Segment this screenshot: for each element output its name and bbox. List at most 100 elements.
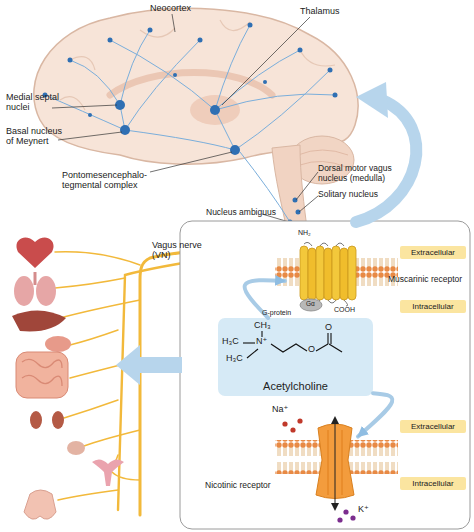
lung — [36, 276, 56, 306]
compartment-tag: Intracellular — [400, 300, 466, 313]
vagus-nerve-part-part — [60, 300, 140, 318]
label-text: Neocortex — [150, 3, 191, 13]
liver — [12, 310, 66, 331]
feedback-arrowhead — [356, 82, 388, 118]
leader-lines-part — [58, 132, 122, 140]
node-text: Muscarinic receptor — [388, 274, 462, 284]
muscarinic-receptor-symbol-part — [300, 299, 322, 311]
cholinergic-projections-part — [215, 50, 300, 110]
projection-terminals-part — [296, 210, 301, 215]
thalamus-shape — [190, 95, 240, 125]
cholinergic-projections-part — [215, 25, 250, 110]
vagus-nerve-part-part — [112, 472, 140, 480]
node-text: Extracellular — [411, 422, 455, 431]
muscarinic-receptor-symbol-part — [340, 248, 348, 300]
nicotinic-receptor-symbol-part — [331, 503, 339, 511]
leader-lines-part — [172, 14, 175, 32]
nicotinic-receptor-symbol-part — [282, 421, 287, 426]
nicotinic-receptor-symbol-part — [350, 515, 355, 520]
node-text: Nicotinic receptor — [205, 480, 271, 490]
label-text: Vagus nerve (VN) — [152, 240, 207, 260]
muscarinic-receptor-symbol-part — [308, 248, 316, 300]
label-text: NH₂ — [298, 229, 311, 237]
compartment-tag: Intracellular — [400, 477, 466, 490]
flow-arrow — [358, 393, 392, 436]
vagus-nerve-part-part — [55, 278, 125, 288]
projection-terminals-part — [263, 80, 267, 84]
chemical-bond-part — [329, 344, 342, 352]
vagus-nerve-part-part — [64, 400, 118, 418]
muscarinic-receptor-symbol-part — [324, 248, 332, 300]
nicotinic-receptor-symbol-part — [335, 422, 336, 505]
projection-terminals — [43, 23, 338, 225]
muscarinic-receptor-symbol-part — [300, 246, 308, 300]
muscarinic-receptor-symbol-part — [316, 246, 324, 300]
projection-terminals-part — [173, 73, 177, 77]
intestine-loops — [22, 359, 62, 386]
muscarinic-receptor-symbol-part — [304, 242, 348, 306]
compartment-tag: Extracellular — [400, 420, 466, 433]
cholinergic-projections-part — [70, 60, 120, 105]
nicotinic-receptor-symbol-part — [343, 509, 348, 514]
uterus — [92, 459, 124, 486]
kidney — [52, 411, 64, 429]
chemical-bond-part — [327, 333, 328, 344]
chemical-bond-part — [271, 344, 307, 352]
cholinergic-projections — [45, 25, 335, 222]
label-text: Pontomesencephalo-tegmental complex — [62, 170, 158, 190]
projection-terminals-part — [88, 113, 92, 117]
node-text: Intracellular — [412, 302, 453, 311]
label-text: O — [325, 322, 332, 332]
cholinergic-projections-part — [215, 110, 235, 150]
bladder — [67, 441, 85, 455]
chemical-bond-part — [243, 342, 255, 343]
vagus-nerve-part-part — [55, 252, 140, 265]
muscarinic-receptor-symbol-part — [332, 246, 340, 300]
label-text: Nucleus ambiguus — [206, 208, 276, 218]
label-text: Na⁺ — [272, 404, 288, 414]
cholinergic-projections-part — [125, 130, 235, 150]
vagus-nerve-part-part — [70, 330, 118, 345]
label-text: K⁺ — [358, 504, 369, 514]
organs — [12, 237, 124, 519]
node-text: Extracellular — [411, 248, 455, 257]
leader-lines-part — [299, 196, 318, 212]
projection-terminals-part — [120, 125, 130, 135]
lung — [14, 276, 34, 306]
node-text: Intracellular — [412, 479, 453, 488]
projection-terminals-part — [293, 198, 298, 203]
nicotinic-receptor-symbol-part — [297, 418, 302, 423]
nicotinic-receptor-symbol-part — [290, 427, 295, 432]
projection-terminals-part — [198, 38, 203, 43]
output-arrow-shaft — [136, 357, 182, 373]
leader-lines-part — [52, 105, 117, 108]
heart — [16, 237, 53, 268]
receptor-region: Nicotinic receptor — [312, 418, 358, 502]
nicotinic-receptor-symbol — [282, 416, 355, 523]
stomach — [45, 336, 71, 352]
label-text: Solitary nucleus — [318, 190, 378, 200]
label-text: N⁺ — [256, 336, 267, 346]
receptor-region: Muscarinic receptor — [285, 238, 385, 314]
kidney — [30, 411, 42, 429]
intestine — [16, 352, 68, 398]
projection-terminals-part — [210, 105, 220, 115]
chemical-bond — [243, 331, 342, 358]
trachea — [34, 272, 37, 285]
leader-lines — [52, 14, 318, 222]
inset-panel — [180, 221, 470, 529]
label-text: Dorsal motor vagus nucleus (medulla) — [318, 164, 412, 183]
chemical-bond-part — [247, 349, 258, 358]
leader-lines-part — [150, 152, 232, 172]
chemical-bond-part — [330, 333, 331, 344]
vagus-nerve-part-part — [84, 430, 140, 446]
projection-terminals-part — [68, 58, 73, 63]
projection-terminals-part — [230, 145, 240, 155]
nicotinic-receptor-symbol-part — [337, 517, 342, 522]
leader-lines-part — [222, 17, 310, 105]
